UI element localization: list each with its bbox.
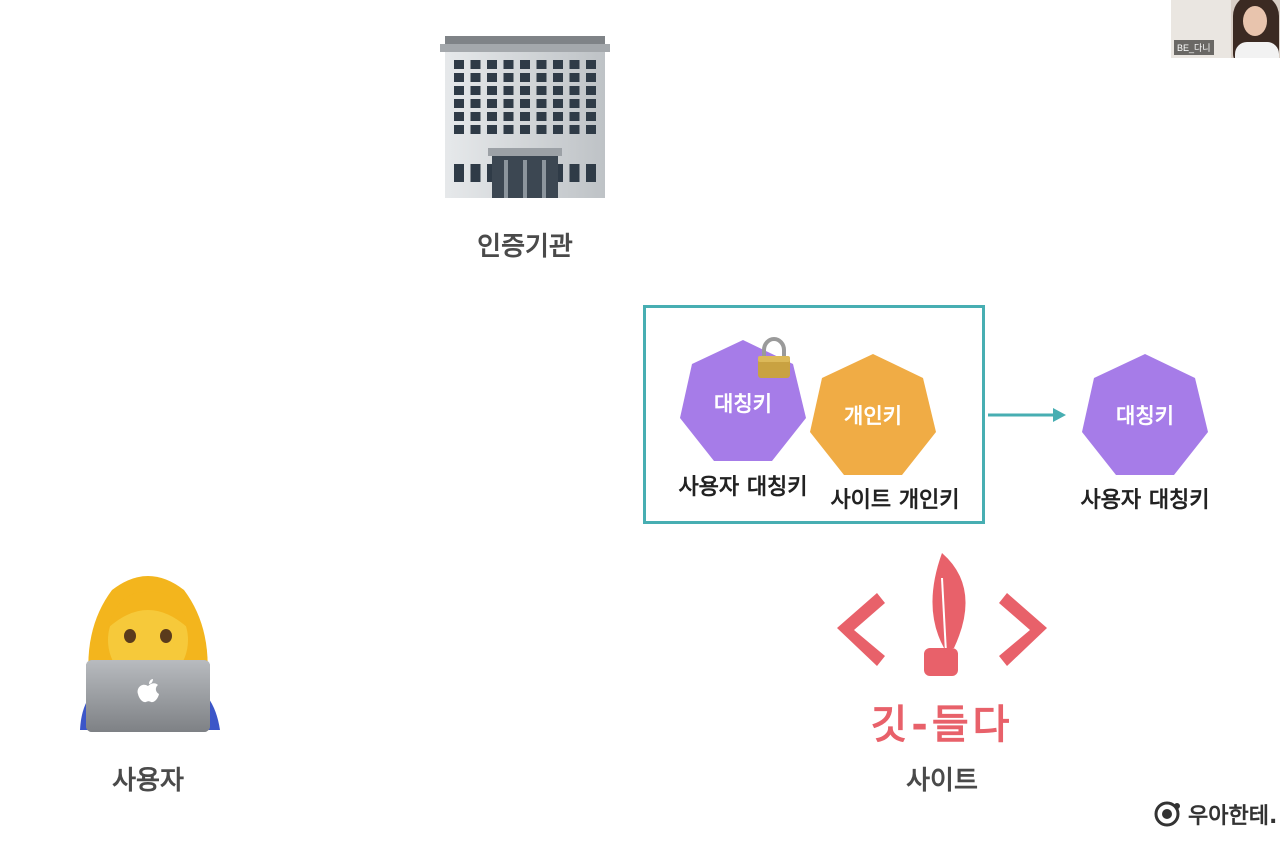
building-window [553, 73, 563, 82]
building-window [520, 99, 530, 108]
building-window [520, 125, 530, 134]
building-window [487, 125, 497, 134]
building-window [569, 73, 580, 82]
building-window [536, 86, 547, 95]
building-window [569, 60, 580, 69]
building-window [454, 112, 464, 121]
building-window [586, 125, 596, 134]
building-window [454, 60, 464, 69]
participant-shirt [1235, 42, 1279, 58]
site-private-key-label: 사이트 개인키 [830, 488, 959, 513]
building-window [569, 99, 580, 108]
building-window [520, 60, 530, 69]
result-symmetric-key-heptagon [1082, 354, 1208, 475]
building-window [503, 112, 514, 121]
building-window [470, 164, 481, 182]
site-logo: 깃-들다 [837, 553, 1047, 748]
building-window [487, 73, 497, 82]
building-window [487, 86, 497, 95]
building-window [520, 73, 530, 82]
building-window [470, 86, 481, 95]
private-key-heptagon [810, 354, 936, 475]
building-window [454, 164, 464, 182]
building-window [536, 73, 547, 82]
brand-watermark: 우아한테. [1152, 796, 1277, 832]
building-window [553, 112, 563, 121]
building-window [586, 60, 596, 69]
building-window [470, 99, 481, 108]
office-building-icon [440, 36, 610, 198]
brand-text: 우아한테. [1188, 804, 1278, 829]
user-symmetric-key-label: 사용자 대칭키 [678, 475, 807, 500]
participant-face [1243, 6, 1267, 36]
building-window [520, 112, 530, 121]
building-window [553, 125, 563, 134]
building-window [503, 60, 514, 69]
building-window [586, 86, 596, 95]
building-window [569, 125, 580, 134]
building-window [454, 125, 464, 134]
building-window [454, 86, 464, 95]
quill-icon [837, 553, 1047, 676]
building-window [586, 73, 596, 82]
building-window [569, 112, 580, 121]
building-window [470, 125, 481, 134]
participant-name: BE_다니 [1174, 40, 1214, 55]
building-window [536, 99, 547, 108]
symmetric-key-text: 대칭키 [714, 392, 772, 416]
building-window [536, 60, 547, 69]
building-window [487, 99, 497, 108]
brand-logo-icon [1154, 801, 1180, 827]
building-window [569, 86, 580, 95]
building-window [487, 112, 497, 121]
building-window [503, 125, 514, 134]
building-window [503, 73, 514, 82]
result-symmetric-key-text: 대칭키 [1116, 404, 1174, 428]
building-window [553, 99, 563, 108]
building-window [487, 60, 497, 69]
building-window [503, 86, 514, 95]
building-window [503, 99, 514, 108]
building-window [586, 99, 596, 108]
building-window [586, 112, 596, 121]
participant-video-thumbnail[interactable]: BE_다니 [1171, 0, 1280, 58]
building-window [569, 164, 580, 182]
building-window [470, 73, 481, 82]
building-window [586, 164, 596, 182]
building-window [454, 73, 464, 82]
building-window [536, 112, 547, 121]
building-window [553, 86, 563, 95]
building-window [553, 60, 563, 69]
result-symmetric-key-label: 사용자 대칭키 [1080, 488, 1209, 513]
authority-label: 인증기관 [477, 232, 573, 262]
lock-icon [758, 337, 790, 378]
arrow-right-icon [988, 408, 1066, 422]
building-window [470, 60, 481, 69]
site-logo-text: 깃-들다 [870, 702, 1013, 748]
building-window [454, 99, 464, 108]
site-label: 사이트 [906, 766, 978, 796]
woman-technologist-icon [80, 576, 220, 732]
key-exchange-box [643, 305, 985, 524]
building-window [470, 112, 481, 121]
building-window [536, 125, 547, 134]
user-label: 사용자 [112, 766, 184, 796]
private-key-text: 개인키 [844, 404, 902, 428]
building-window [520, 86, 530, 95]
